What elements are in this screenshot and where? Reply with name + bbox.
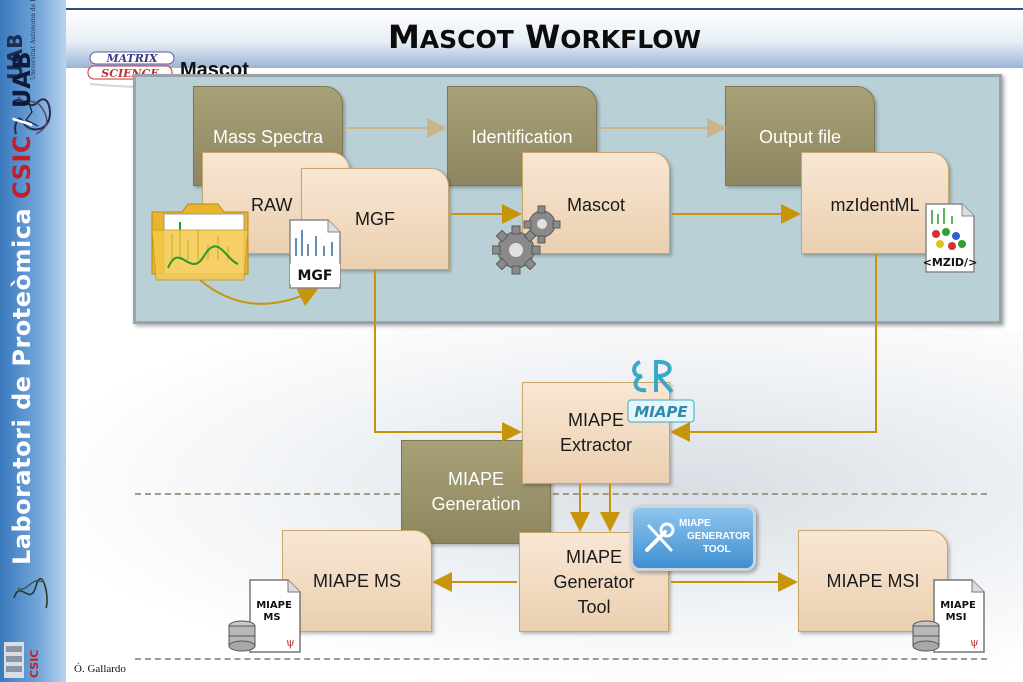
- mgf-document-text: MGF: [298, 268, 333, 284]
- raw-label: RAW: [251, 195, 293, 215]
- stage-header-mass-spectra-label: Mass Spectra: [212, 127, 324, 147]
- miape-generator-line3: Tool: [577, 596, 611, 617]
- dashed-separator-top: [135, 493, 987, 495]
- miape-ms-document-icon: MIAPE MS ψ: [228, 579, 301, 653]
- raw-folder-icon: [151, 203, 249, 281]
- miape-generation-line2: Generation: [431, 494, 521, 514]
- mzidentml-box: mzIdentML: [801, 152, 949, 254]
- protein-structure-icon: [12, 96, 51, 135]
- mgf-document-icon: MGF: [289, 219, 341, 289]
- protein-sketch-icon: [13, 577, 48, 609]
- arrow-mzidentml-to-extractor: [670, 254, 877, 442]
- miape-generator-line2: Generator: [553, 571, 635, 592]
- mgf-label: MGF: [355, 209, 395, 229]
- stage-header-identification-label: Identification: [471, 127, 573, 147]
- title-rest-ascot: ASCOT: [419, 25, 514, 54]
- miape-msi-document-icon: MIAPE MSI ψ: [912, 579, 985, 653]
- mzid-document-icon: <MZID/>: [923, 203, 978, 273]
- mzidentml-label: mzIdentML: [830, 195, 920, 215]
- miape-msi-label: MIAPE MSI: [826, 571, 920, 591]
- mascot-label: Mascot: [566, 195, 626, 215]
- uab-logo: UAB: [4, 34, 27, 80]
- miape-extractor-box: MIAPE Extractor: [522, 382, 670, 484]
- arrow-mgf-to-extractor: [374, 270, 522, 442]
- title-rest-orkflow: ORKFLOW: [560, 25, 702, 54]
- generator-icon-line1: MIAPE: [679, 518, 711, 529]
- miape-ms-label: MIAPE MS: [312, 571, 401, 591]
- generator-icon-line3: TOOL: [703, 544, 731, 555]
- sidebar: UAB Universitat Autònoma de Barcelona La…: [0, 0, 66, 682]
- title-initial-m: M: [387, 18, 420, 56]
- svg-text:ψ: ψ: [970, 636, 979, 649]
- stage-header-output-file-label: Output file: [758, 127, 842, 147]
- uab-logo-text: UAB: [4, 34, 27, 80]
- mzid-document-text: <MZID/>: [923, 256, 978, 269]
- arrow-raw-to-mgf: [199, 279, 319, 307]
- gears-icon: [492, 205, 561, 275]
- title-initial-w: W: [524, 18, 561, 56]
- csic-logo: CSIC: [4, 642, 41, 678]
- miape-ms-doc-line2: MS: [263, 612, 280, 623]
- miape-logo: MIAPE: [627, 359, 695, 423]
- miape-msi-doc-line2: MSI: [946, 612, 967, 623]
- mascot-box: Mascot: [522, 152, 670, 254]
- dashed-separator-bottom: [135, 658, 987, 660]
- csic-logo-text: CSIC: [28, 650, 41, 678]
- title-bar: [66, 8, 1023, 68]
- generator-icon-line2: GENERATOR: [687, 531, 750, 542]
- author-credit: Ó. Gallardo: [74, 663, 126, 675]
- miape-generator-line1: MIAPE: [565, 546, 622, 567]
- miape-generation-line1: MIAPE: [447, 469, 504, 489]
- miape-msi-box: MIAPE MSI: [798, 530, 948, 632]
- svg-text:ψ: ψ: [286, 636, 295, 649]
- miape-ms-doc-line1: MIAPE: [256, 600, 292, 611]
- miape-ms-box: MIAPE MS: [282, 530, 432, 632]
- miape-extractor-line2: Extractor: [559, 435, 633, 455]
- miape-msi-doc-line1: MIAPE: [940, 600, 976, 611]
- miape-logo-text: MIAPE: [634, 403, 688, 421]
- miape-extractor-line1: MIAPE: [567, 410, 624, 430]
- slide-title: MASCOT WORKFLOW: [66, 18, 1023, 56]
- tools-icon: [645, 522, 675, 552]
- miape-generator-tool-icon: MIAPE GENERATOR TOOL: [630, 505, 756, 571]
- matrix-logo-line1: MATRIX: [105, 52, 158, 65]
